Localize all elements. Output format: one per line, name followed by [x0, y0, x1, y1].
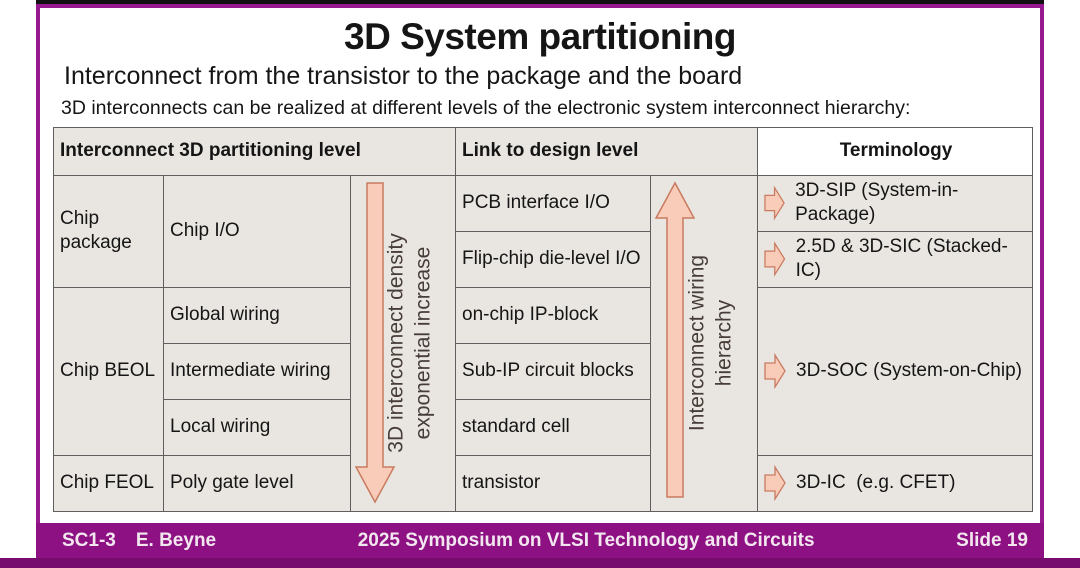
level-global-wiring: Global wiring — [163, 286, 351, 344]
terminology-3d-ic: 3D-IC (e.g. CFET) — [757, 454, 1034, 512]
slide-canvas: 3D System partitioning Interconnect from… — [36, 4, 1044, 568]
right-arrow-icon — [764, 185, 785, 221]
slide-number: Slide 19 — [956, 529, 1028, 551]
design-flip-chip-io: Flip-chip die-level I/O — [455, 230, 652, 288]
density-arrow-label-line1: 3D interconnect density — [385, 233, 408, 453]
terminology-label: 3D-SIP (System-in-Package) — [795, 180, 959, 226]
partitioning-table: Interconnect 3D partitioning level Link … — [52, 126, 1034, 512]
group-chip-feol: Chip FEOL — [53, 454, 164, 512]
table-row: Chip FEOL Poly gate level transistor 3D-… — [53, 454, 1034, 512]
level-local-wiring: Local wiring — [163, 398, 351, 456]
bottom-strip — [0, 558, 1080, 568]
level-chip-io: Chip I/O — [163, 174, 351, 288]
design-pcb-io: PCB interface I/O — [455, 174, 652, 232]
footer-band: SC1-3 E. Beyne 2025 Symposium on VLSI Te… — [36, 523, 1044, 558]
right-arrow-icon — [764, 353, 786, 390]
design-ip-block: on-chip IP-block — [455, 286, 652, 344]
terminology-label: 3D-SOC (System-on-Chip) — [796, 360, 1022, 382]
table-header-row: Interconnect 3D partitioning level Link … — [52, 126, 1034, 176]
table-row: Local wiring standard cell — [54, 398, 1033, 456]
terminology-label: 2.5D & 3D-SIC (Stacked-IC) — [795, 236, 1008, 282]
table-row: Chip package Chip I/O 3D interconnect de… — [53, 174, 1034, 512]
footer-left: SC1-3 E. Beyne — [62, 530, 216, 552]
terminology-25d-3d-sic: 2.5D & 3D-SIC (Stacked-IC) — [757, 230, 1034, 288]
hierarchy-arrow-cell: Interconnect wiring hierarchy — [650, 173, 759, 513]
density-arrow-cell: 3D interconnect density exponential incr… — [349, 173, 457, 513]
design-sub-ip: Sub-IP circuit blocks — [455, 342, 652, 400]
author-name: E. Beyne — [135, 529, 217, 551]
hierarchy-arrow-label: Interconnect wiring hierarchy — [684, 173, 739, 513]
down-arrow-icon — [354, 181, 396, 504]
window-top-edge — [36, 0, 1044, 4]
hierarchy-arrow-label-line2: hierarchy — [713, 300, 737, 387]
terminology-label: 3D-IC (e.g. CFET) — [796, 472, 956, 494]
column-header-terminology: Terminology — [757, 126, 1034, 176]
intro-text: 3D interconnects can be realized at diff… — [61, 97, 911, 120]
group-chip-package: Chip package — [53, 174, 164, 288]
right-arrow-icon — [764, 241, 786, 278]
hierarchy-arrow-label-line1: Interconnect wiring — [686, 255, 710, 432]
up-arrow-icon — [654, 181, 696, 498]
session-code: SC1-3 — [62, 529, 116, 551]
column-header-partitioning: Interconnect 3D partitioning level — [52, 126, 457, 176]
table-row: Flip-chip die-level I/O 2.5D & 3D-SIC (S… — [54, 230, 1034, 288]
terminology-3d-soc: 3D-SOC (System-on-Chip) — [757, 286, 1034, 456]
conference-title: 2025 Symposium on VLSI Technology and Ci… — [357, 529, 815, 551]
slide-subtitle: Interconnect from the transistor to the … — [64, 61, 743, 90]
table-row: Intermediate wiring Sub-IP circuit block… — [54, 342, 1033, 400]
column-header-design: Link to design level — [455, 126, 759, 176]
terminology-3d-sip: 3D-SIP (System-in-Package) — [757, 174, 1034, 232]
right-arrow-icon — [764, 465, 786, 502]
level-poly-gate: Poly gate level — [163, 454, 351, 512]
level-intermediate-wiring: Intermediate wiring — [163, 342, 351, 400]
density-arrow-label: 3D interconnect density exponential incr… — [383, 173, 438, 513]
group-chip-beol: Chip BEOL — [53, 286, 164, 456]
density-arrow-label-line2: exponential increase — [412, 246, 436, 440]
page-title: 3D System partitioning — [344, 16, 736, 57]
design-standard-cell: standard cell — [455, 398, 652, 456]
design-transistor: transistor — [455, 454, 652, 512]
table-row: Chip BEOL Global wiring on-chip IP-block… — [53, 286, 1034, 456]
